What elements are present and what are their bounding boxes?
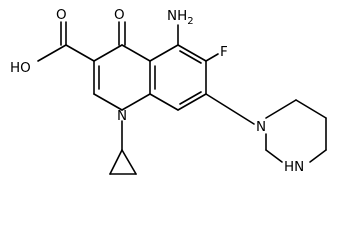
bond-pip-2 — [295, 99, 327, 119]
bond-cp-b — [121, 149, 137, 175]
label-ring-nitrogen: N — [117, 108, 127, 124]
bond-c5-c6 — [177, 44, 207, 62]
structure-diagram: HO O O NH2 F N N HN — [10, 7, 327, 175]
label-amino: NH2 — [167, 8, 194, 27]
bonds — [37, 21, 327, 175]
bond-c8a-n1 — [121, 93, 151, 111]
bond-pip-1 — [265, 99, 297, 119]
label-piperazine-nh: HN — [284, 159, 304, 175]
bond-c4-c4a — [121, 44, 151, 62]
label-keto-oxygen: O — [114, 7, 125, 23]
bond-c3-c4 — [93, 44, 123, 62]
bond-c5-c6-double — [179, 50, 202, 64]
label-hydroxyl: HO — [10, 60, 31, 76]
label-fluorine: F — [220, 44, 228, 60]
bond-cp-a — [109, 149, 123, 175]
bond-c6-f — [205, 53, 219, 62]
bond-c7-c8-double — [179, 91, 202, 105]
bond-c8-c8a — [149, 93, 179, 111]
molecule-canvas: HO O O NH2 F N N HN — [10, 7, 327, 175]
bond-c4a-c5 — [149, 44, 179, 62]
bond-c3-ccooh — [65, 44, 95, 62]
bond-n1-c2 — [93, 93, 123, 111]
bond-c7-npip — [205, 93, 255, 125]
bond-pip-4 — [309, 149, 327, 163]
bond-pip-5 — [265, 149, 283, 163]
bond-c7-c8 — [177, 93, 207, 111]
atom-labels: HO O O NH2 F N N HN — [10, 7, 304, 175]
label-carboxyl-oxygen: O — [56, 7, 67, 23]
bond-c-oh — [37, 44, 67, 62]
label-piperazine-nitrogen: N — [256, 119, 266, 135]
